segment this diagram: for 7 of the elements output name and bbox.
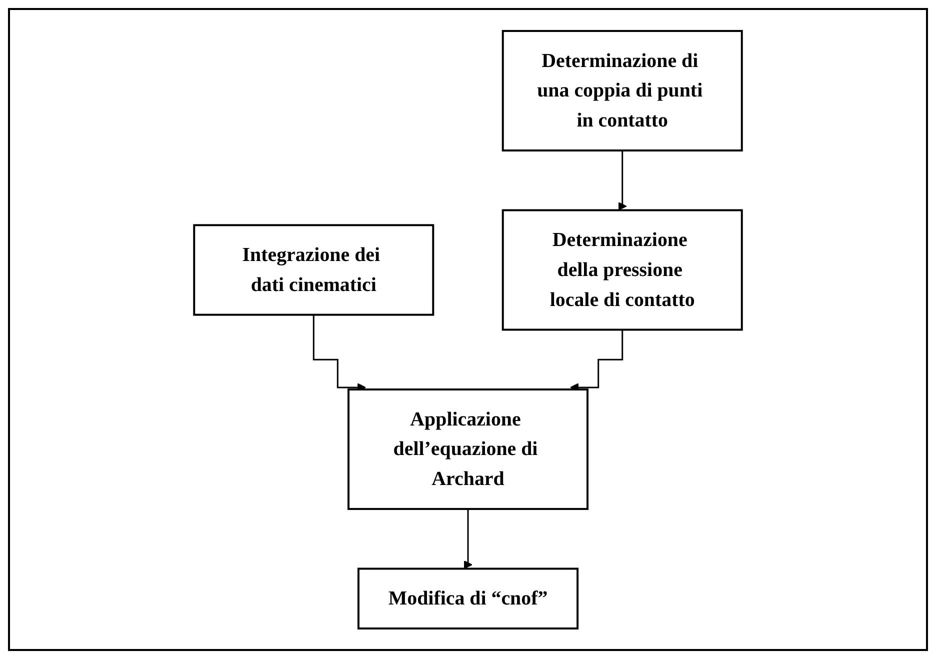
node-box: Determinazione della pressione locale di contatto xyxy=(502,209,743,330)
arrow xyxy=(464,508,472,569)
node-box: Integrazione dei dati cinematici xyxy=(193,224,434,316)
arrow xyxy=(618,150,627,210)
node-box: Applicazione dell’equazione di Archard xyxy=(348,388,588,510)
node-box: Modifica di “cnof” xyxy=(357,568,579,630)
node-box: Determinazione di una coppia di punti in contatto xyxy=(502,30,743,152)
